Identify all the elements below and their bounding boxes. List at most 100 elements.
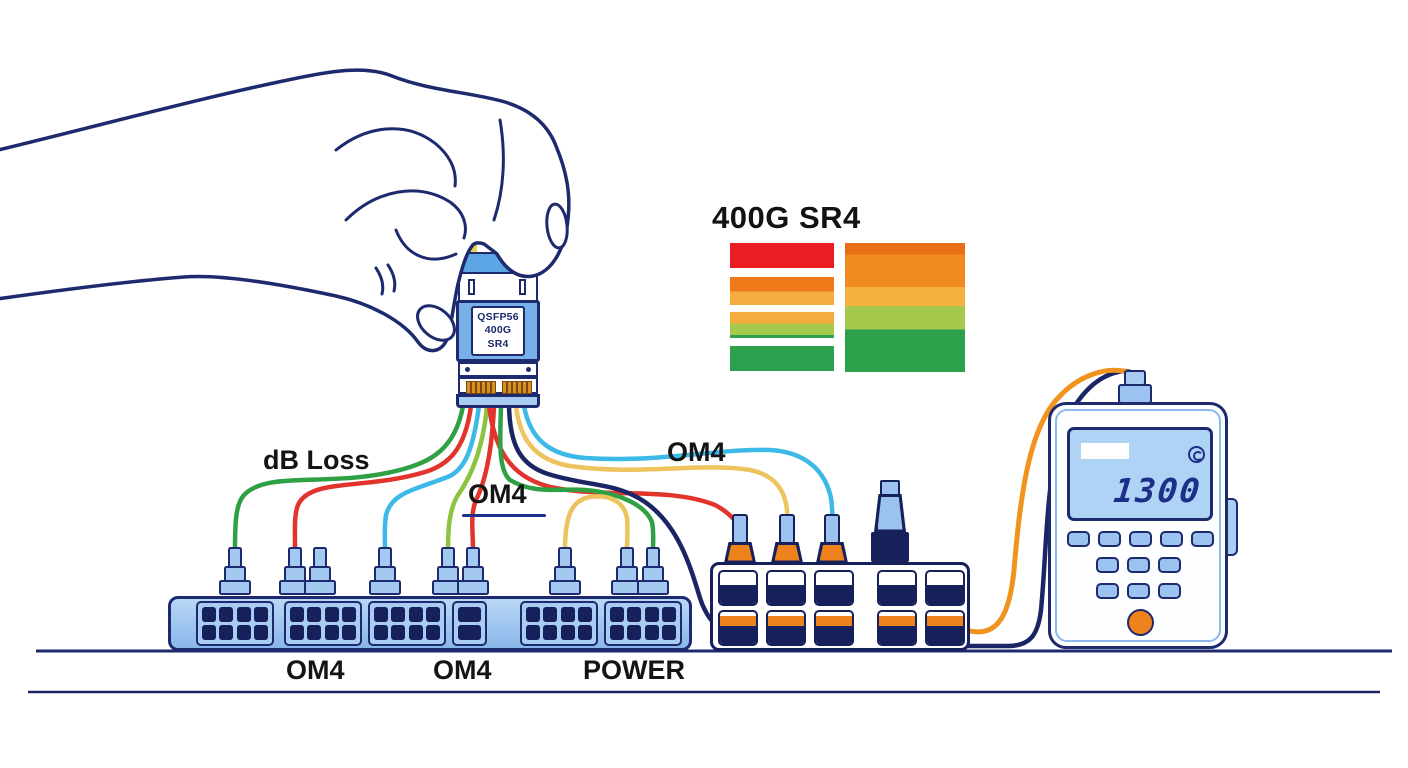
port-square [426,607,440,622]
port-square [526,625,540,640]
port-square [324,625,339,640]
port-square [627,625,642,640]
meter-cable-orange [963,367,1131,635]
meter-key [1098,531,1121,547]
port-square [610,625,624,640]
legend-title: 400G SR4 [712,200,861,235]
legend-bar-medhigh-loss [730,277,834,305]
port-square [290,625,304,640]
meter-keypad-row-3 [1096,583,1181,599]
port-group-2 [284,601,362,646]
meter-key [1127,557,1150,573]
meter-key [1191,531,1214,547]
meter-key [1096,583,1119,599]
module-chip-green [519,243,534,252]
port-group-3 [368,601,446,646]
meter-key [1067,531,1090,547]
fiber-connector [431,547,465,597]
port-square [202,625,216,640]
plug-base-orange [816,542,848,563]
big-plug-body [874,494,906,532]
fiber-cable-cyan-2 [521,403,835,523]
meter-key [1158,557,1181,573]
panel-port [718,570,758,606]
display-reading: 1300 [1111,471,1204,510]
om4-right-label: OM4 [667,437,726,467]
port-square [374,625,388,640]
port-group-5 [520,601,598,646]
plug-tip [732,514,748,544]
plug-tip [779,514,795,544]
port-group-6 [604,601,682,646]
meter-key [1127,583,1150,599]
port-square [391,607,406,622]
port-square [644,625,659,640]
meter-keypad-row-1 [1067,531,1214,547]
panel-port [814,570,854,606]
panel-port [877,570,917,606]
meter-power-button [1127,609,1154,636]
port-square [543,625,558,640]
fiber-connector [636,547,670,597]
big-plug-base [871,532,909,562]
fiber-cable-green-1 [232,403,466,553]
plug-base-orange [771,542,803,563]
legend-bar-high-loss [730,243,834,268]
port-square [578,625,592,640]
fiber-cable-red-2 [470,403,497,553]
module-screw-strip [458,362,538,377]
meter-key [1160,531,1183,547]
meter-key [1096,557,1119,573]
panel-port [766,610,806,646]
panel-port [925,610,965,646]
panel-label-om4-1: OM4 [286,655,345,685]
port-square [627,607,642,622]
panel-label-om4-2: OM4 [433,655,492,685]
module-latch-slot-right [519,279,526,295]
port-group-4 [452,601,487,646]
port-square [254,625,268,640]
fiber-connector [278,547,312,597]
module-label-line2: 400G SR4 [484,324,512,350]
port-square [526,607,540,622]
fiber-connector [610,547,644,597]
port-square [644,607,659,622]
meter-key [1129,531,1152,547]
fiber-cable-green-2 [497,403,656,553]
meter-display: 1300 [1067,427,1213,521]
display-status-bar [1081,443,1129,459]
fiber-cable-red-1 [292,403,474,553]
module-latch-slot-left [468,279,475,295]
port-square [543,607,558,622]
port-square [374,607,388,622]
port-square [290,607,304,622]
plug-tip [824,514,840,544]
fiber-connector [218,547,252,597]
db-loss-label: dB Loss [263,445,370,475]
display-target-icon [1188,446,1205,463]
panel-port [766,570,806,606]
port-square [560,607,575,622]
legend-bar-medlow-loss [730,312,834,338]
port-square [219,625,234,640]
port-square [458,607,481,622]
panel-port [814,610,854,646]
fiber-cable-lightgreen [445,403,490,553]
panel-label-power: POWER [583,655,686,685]
port-square [236,625,251,640]
legend-bar-low-loss [730,346,834,371]
module-bottom-band [456,394,540,408]
panel-port [925,570,965,606]
fiber-connector [303,547,337,597]
om4-center-label: OM4 [468,479,527,509]
port-square [391,625,406,640]
module-label: QSFP56 400G SR4 [471,306,525,356]
port-square [324,607,339,622]
port-square [307,607,322,622]
panel-port [718,610,758,646]
port-square [342,607,356,622]
port-square [578,607,592,622]
port-square [236,607,251,622]
